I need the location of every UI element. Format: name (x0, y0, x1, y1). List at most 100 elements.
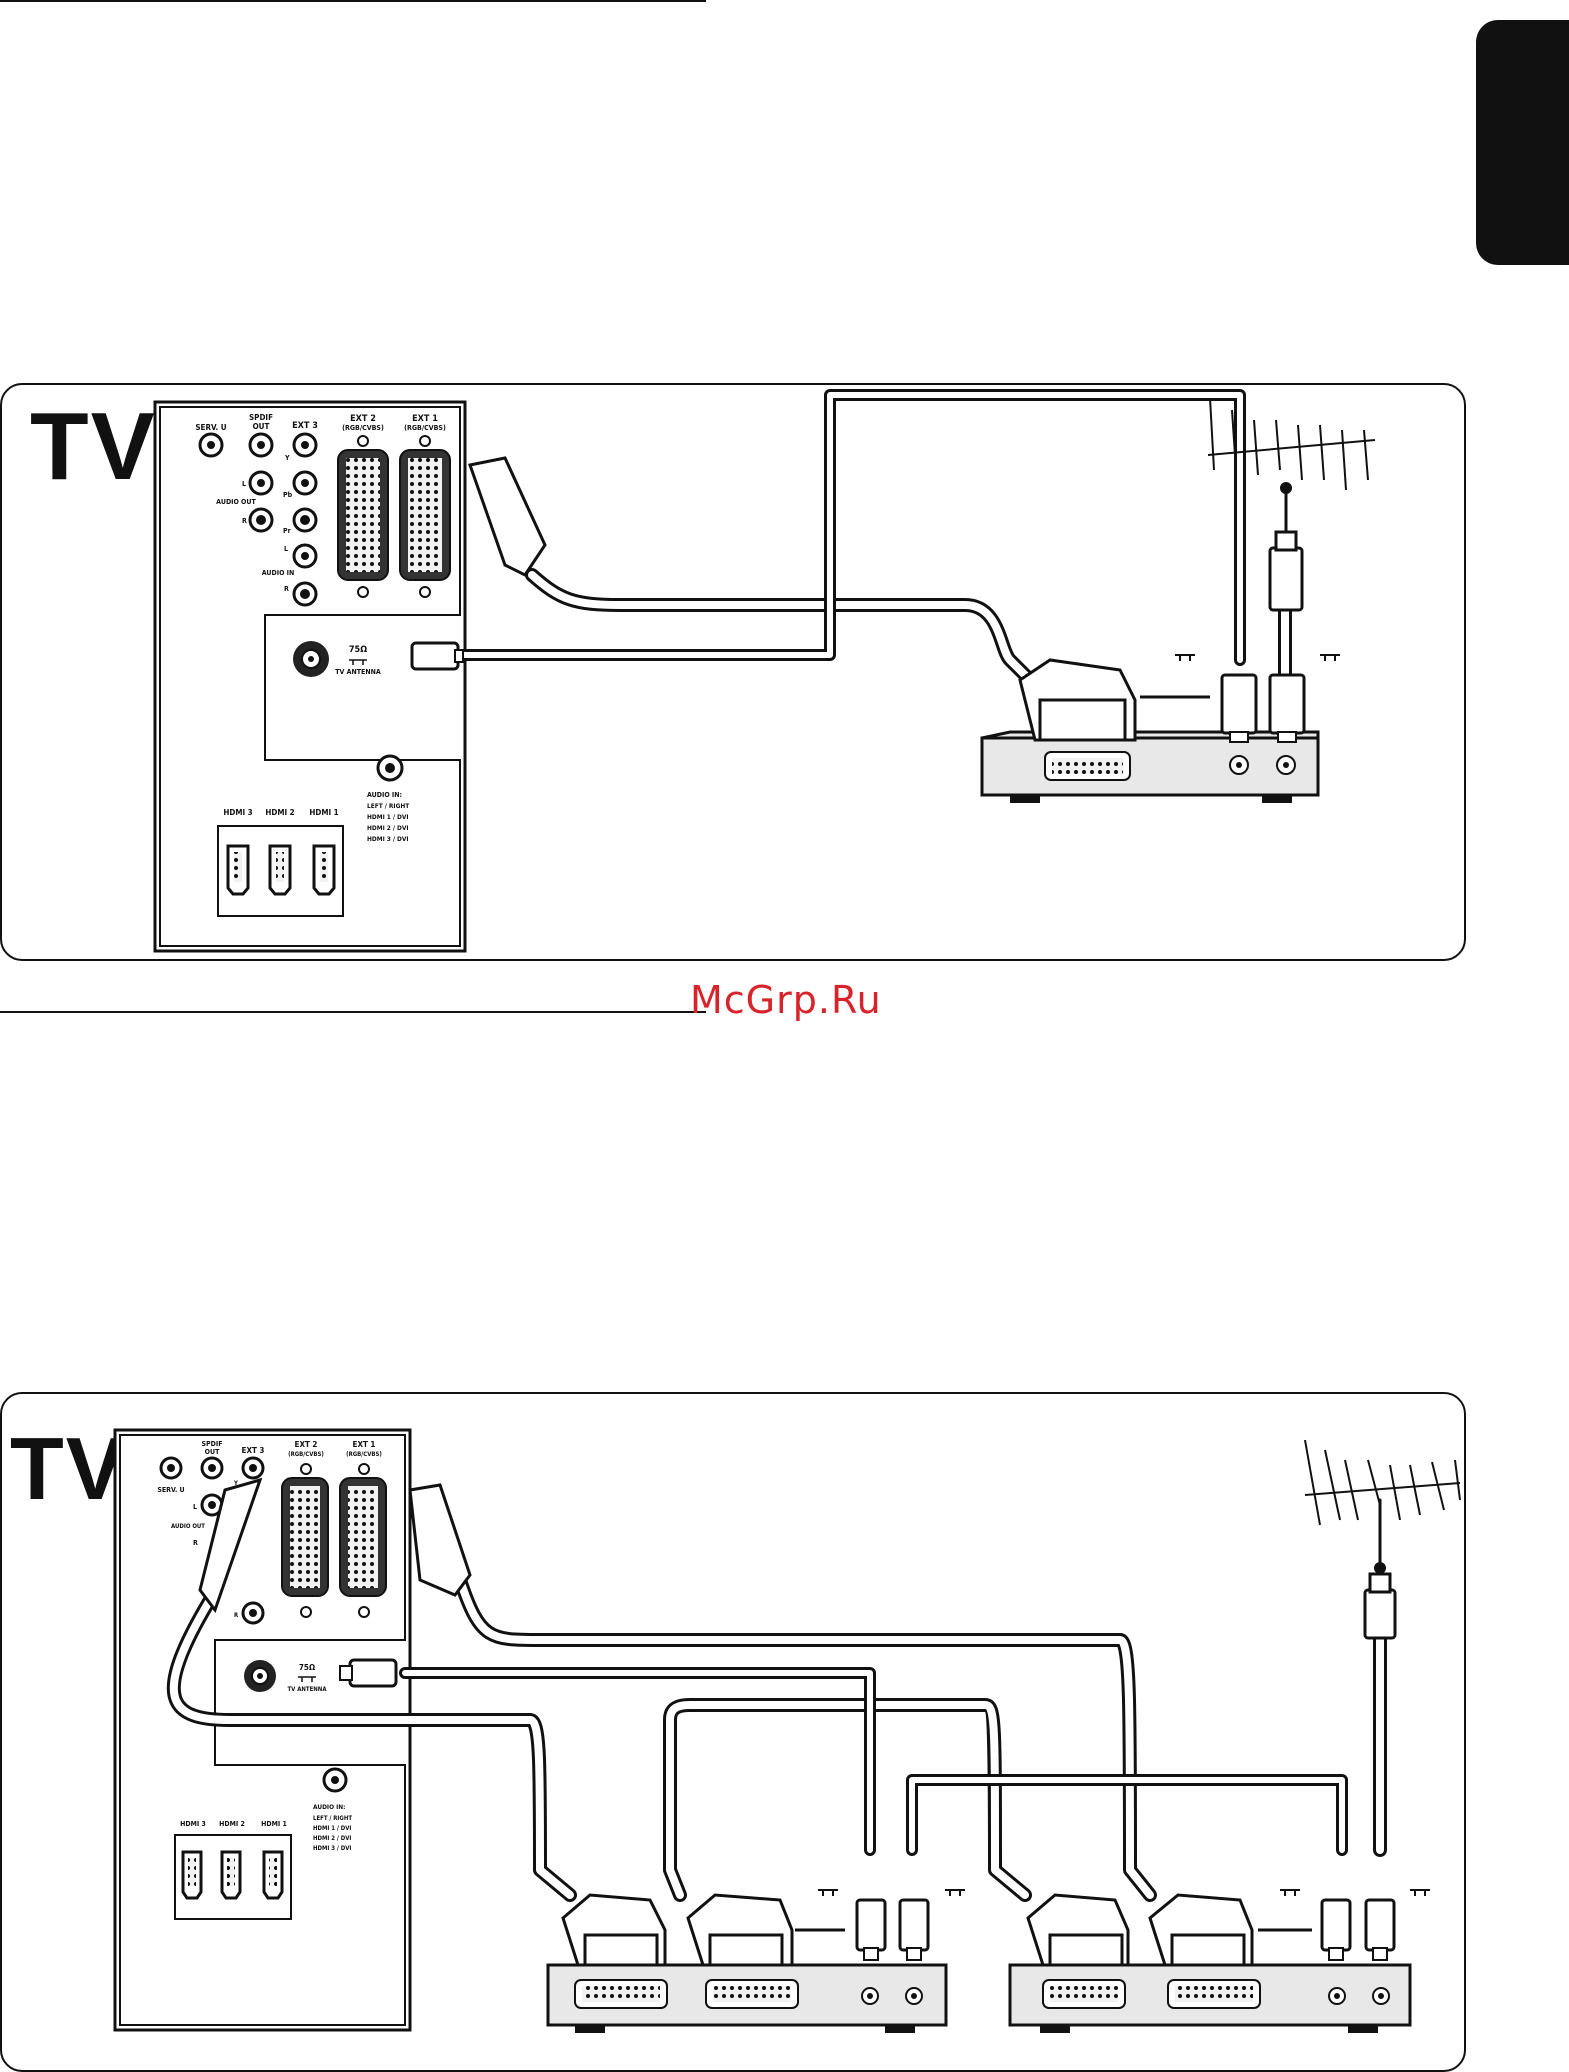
hdmi2-label: HDMI 2 (265, 808, 294, 817)
tv-antenna-label: TV ANTENNA (287, 1686, 327, 1693)
recorder-device-1 (980, 654, 1340, 803)
audio-in-line-3: HDMI 2 / DVI (367, 824, 409, 832)
ext3-y-label: Y (233, 1480, 238, 1487)
spdif-out-jack[interactable] (200, 1456, 224, 1480)
audio-in-l-jack[interactable] (292, 543, 318, 569)
spdif-out-jack[interactable] (248, 432, 274, 458)
audio-in-jack[interactable] (376, 754, 404, 782)
spdif-out-label: OUT (253, 422, 270, 431)
ext3-y-label: Y (284, 454, 290, 462)
ext2-scart-socket[interactable] (337, 435, 389, 598)
audio-in-line-3: HDMI 2 / DVI (313, 1835, 351, 1842)
ext2-label: EXT 2 (295, 1440, 318, 1449)
hdmi2-label: HDMI 2 (219, 1820, 245, 1828)
audio-in-line-2: HDMI 1 / DVI (313, 1825, 351, 1832)
audio-out-r-jack[interactable] (248, 507, 274, 533)
spdif-label: SPDIF (201, 1440, 222, 1448)
ext1-sub-label: (RGB/CVBS) (346, 1451, 382, 1458)
middle-rule (0, 1011, 706, 1013)
top-rule (0, 0, 706, 2)
ext3-pr-label: Pr (283, 527, 292, 535)
audio-out-l-label: L (193, 1503, 197, 1511)
ext3-pr-jack[interactable] (292, 507, 318, 533)
antenna-plug (1363, 1588, 1397, 1640)
ext3-pb-jack[interactable] (292, 470, 318, 496)
antenna-ohm-label: 75Ω (299, 1663, 315, 1672)
tv-antenna-jack[interactable] (244, 1660, 276, 1692)
hdmi3-label: HDMI 3 (223, 808, 252, 817)
watermark: McGrp.Ru (690, 978, 882, 1022)
audio-in-line-4: HDMI 3 / DVI (313, 1845, 351, 1852)
audio-in-r-label: R (234, 1612, 239, 1619)
audio-in-r-jack[interactable] (241, 1601, 265, 1625)
antenna-icon (1207, 397, 1376, 494)
cables-2 (166, 1498, 1387, 1902)
tv-title-1: TV (30, 393, 157, 500)
antenna-plug (1268, 546, 1304, 612)
hdmi1-label: HDMI 1 (309, 808, 338, 817)
antenna-icon (1304, 1439, 1461, 1574)
audio-in-r-label: R (284, 585, 289, 593)
ext2-label: EXT 2 (350, 414, 376, 424)
audio-in-title: AUDIO IN: (313, 1803, 346, 1811)
audio-in-line-4: HDMI 3 / DVI (367, 835, 409, 843)
antenna-plug-tip (1274, 530, 1298, 552)
ext2-sub-label: (RGB/CVBS) (288, 1451, 324, 1458)
hdmi3-label: HDMI 3 (180, 1820, 206, 1828)
scart-plug-icon (468, 456, 547, 577)
tv-back-panel-2: SERV. U SPDIF OUT EXT 3 EXT 2 (RGB/CVBS)… (113, 1428, 412, 2032)
tv-antenna-jack[interactable] (293, 641, 329, 677)
coax-plug-icon (339, 1658, 398, 1688)
ext3-y-jack[interactable] (241, 1456, 265, 1480)
audio-in-r-jack[interactable] (292, 581, 318, 607)
audio-in-small-label: AUDIO IN (262, 569, 295, 577)
audio-in-line-1: LEFT / RIGHT (367, 802, 409, 810)
ext3-label: EXT 3 (242, 1446, 265, 1455)
audio-out-label: AUDIO OUT (216, 498, 256, 506)
audio-out-r-label: R (193, 1539, 198, 1547)
hdmi2-port[interactable] (268, 844, 292, 896)
audio-in-title: AUDIO IN: (367, 791, 402, 799)
audio-out-l-jack[interactable] (248, 470, 274, 496)
tv-antenna-label: TV ANTENNA (335, 668, 381, 676)
coax-plug-icon (410, 641, 464, 671)
audio-out-r-label: R (242, 517, 247, 525)
scart-plug-icon (198, 1477, 472, 1614)
cables-1 (449, 389, 1292, 687)
tv-back-panel-1: SERV. U SPDIF OUT EXT 3 EXT 2 (RGB/CVBS)… (153, 400, 467, 953)
hdmi1-port[interactable] (312, 844, 336, 896)
language-tab (1476, 20, 1569, 265)
audio-in-jack[interactable] (322, 1767, 348, 1793)
antenna-symbol-icon (349, 659, 367, 665)
hdmi3-port[interactable] (226, 844, 250, 896)
audio-in-line-1: LEFT / RIGHT (313, 1815, 352, 1822)
ext3-pb-label: Pb (283, 491, 293, 499)
tv-title-2: TV (10, 1419, 127, 1518)
ext1-scart-socket[interactable] (339, 1463, 387, 1618)
serv-u-jack[interactable] (159, 1456, 183, 1480)
antenna-ohm-label: 75Ω (349, 645, 367, 655)
ext1-sub-label: (RGB/CVBS) (404, 424, 446, 432)
serv-u-label: SERV. U (157, 1486, 184, 1494)
hdmi3-port[interactable] (181, 1850, 203, 1900)
antenna-plug-tip (1368, 1572, 1392, 1594)
ext1-scart-socket[interactable] (399, 435, 451, 598)
hdmi1-label: HDMI 1 (261, 1820, 287, 1828)
hdmi2-port[interactable] (220, 1850, 242, 1900)
hdmi1-port[interactable] (262, 1850, 284, 1900)
ext2-scart-socket[interactable] (281, 1463, 329, 1618)
serv-u-jack[interactable] (198, 432, 224, 458)
ext3-label: EXT 3 (292, 421, 318, 431)
recorder-device-2b (1008, 1889, 1430, 2033)
audio-in-line-2: HDMI 1 / DVI (367, 813, 409, 821)
audio-out-label: AUDIO OUT (171, 1523, 205, 1530)
serv-u-label: SERV. U (195, 423, 226, 432)
spdif-label: SPDIF (249, 413, 273, 422)
ext2-sub-label: (RGB/CVBS) (342, 424, 384, 432)
ext1-label: EXT 1 (353, 1440, 376, 1449)
spdif-out-label: OUT (205, 1448, 220, 1456)
ext3-y-jack[interactable] (292, 432, 318, 458)
ext1-label: EXT 1 (412, 414, 438, 424)
audio-out-l-label: L (242, 480, 246, 488)
